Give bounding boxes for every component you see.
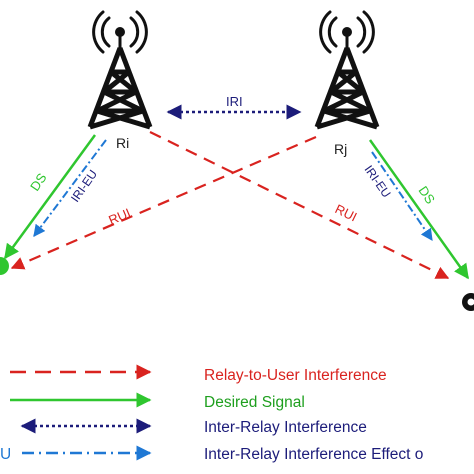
legend-iri-eu-label: Inter-Relay Interference Effect o — [204, 446, 423, 463]
iri-eu-right-arrow — [371, 151, 433, 241]
user-device-right-icon — [462, 293, 474, 311]
iri-eu-left-arrow — [33, 139, 107, 237]
rui-right-label: RUI — [333, 201, 360, 224]
relay-j-label: Rj — [334, 141, 347, 157]
user-device-left-icon — [0, 257, 9, 275]
relay-tower-i-icon — [87, 10, 153, 130]
relay-i-label: Ri — [116, 135, 129, 151]
legend-rui-label: Relay-to-User Interference — [204, 367, 387, 384]
ds-left-arrow — [3, 134, 97, 260]
legend-ds-label: Desired Signal — [204, 394, 305, 411]
iri-label: IRI — [226, 94, 243, 109]
legend-iri-label: Inter-Relay Interference — [204, 419, 367, 436]
legend: Relay-to-User Interference Desired Signa… — [0, 364, 423, 463]
rui-left-label: RUI — [106, 205, 132, 228]
ds-left-label: DS — [27, 170, 50, 194]
ds-right-arrow — [368, 139, 470, 280]
relay-tower-j-icon — [314, 10, 380, 130]
legend-iri-eu-clipped-prefix: U — [0, 446, 11, 463]
rui-right-arrow — [149, 131, 450, 279]
iri-eu-left-label: IRI-EU — [68, 167, 100, 205]
rui-left-arrow — [10, 135, 317, 270]
ds-right-label: DS — [416, 183, 439, 207]
